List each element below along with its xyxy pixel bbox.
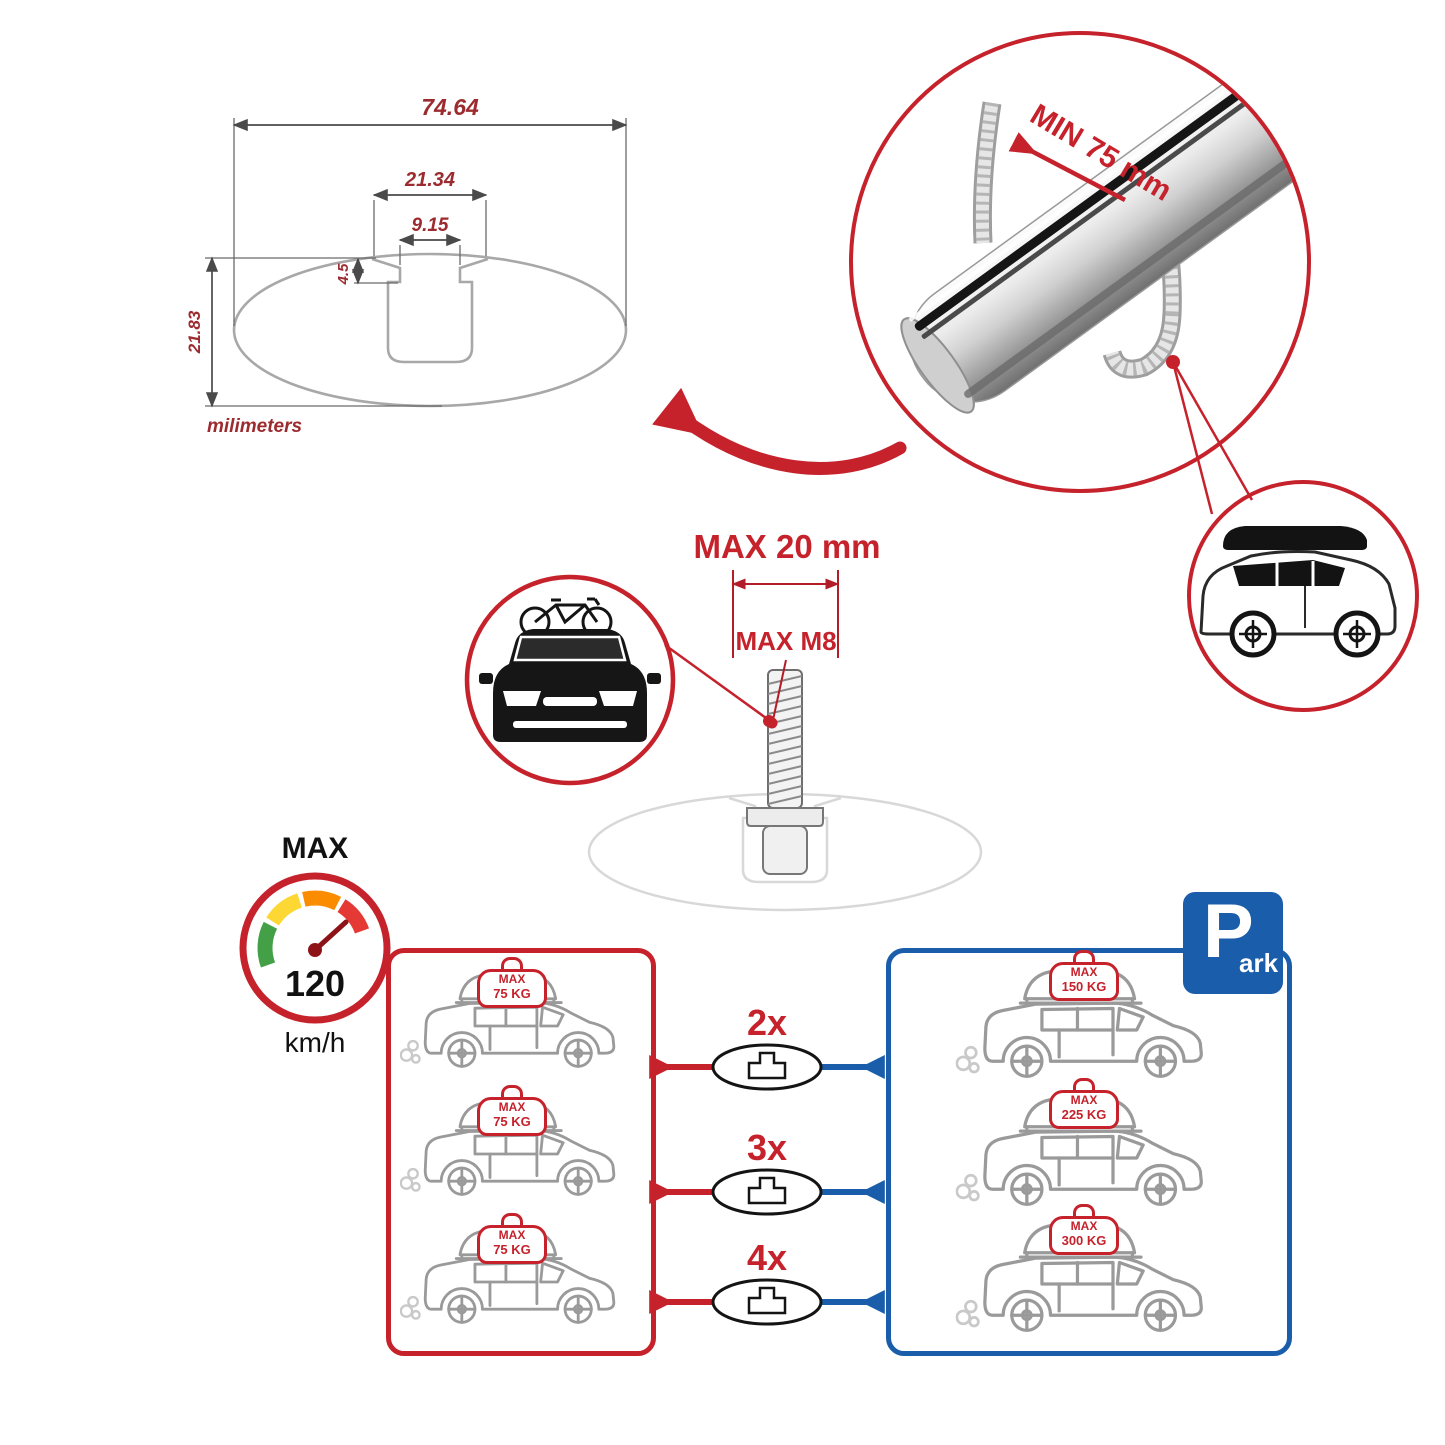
gauge-arc bbox=[257, 890, 370, 968]
max-bolt-length-label: MAX 20 mm bbox=[693, 528, 880, 565]
clamp-strap-upper bbox=[972, 101, 1002, 244]
badge-max-label: MAX bbox=[498, 1100, 526, 1114]
park-sign: P ark bbox=[1183, 889, 1283, 994]
park-suffix: ark bbox=[1239, 948, 1279, 978]
max-load-badge: MAX 75 KG bbox=[477, 1213, 547, 1264]
max-load-badge: MAX 300 KG bbox=[1049, 1204, 1119, 1255]
min-clamp-arrow bbox=[1008, 132, 1127, 202]
speed-limit-gauge: MAX 120 km/h bbox=[239, 832, 391, 1058]
dim-unit-label: milimeters bbox=[207, 416, 302, 437]
max-load-badge: MAX 150 KG bbox=[1049, 950, 1119, 1001]
badge-max-label: MAX bbox=[498, 1228, 526, 1242]
car-right-2: MAX 225 KG bbox=[950, 1078, 1220, 1228]
badge-handle bbox=[501, 957, 523, 969]
badge-weight-value: 225 KG bbox=[1061, 1106, 1107, 1122]
car-left-3: MAX 75 KG bbox=[395, 1213, 630, 1343]
crossbar-section-icon bbox=[711, 1043, 823, 1091]
max-load-badge: MAX 75 KG bbox=[477, 957, 547, 1008]
badge-handle bbox=[1073, 1204, 1095, 1216]
badge-handle bbox=[1073, 950, 1095, 962]
dim-total-width: 74.64 bbox=[421, 94, 479, 120]
badge-max-label: MAX bbox=[1070, 965, 1098, 979]
t-slot-channel-outline bbox=[371, 257, 489, 364]
badge-handle bbox=[1073, 1078, 1095, 1090]
car-right-3: MAX 300 KG bbox=[950, 1204, 1220, 1354]
multiplier-label: 2x bbox=[747, 1002, 787, 1043]
badge-max-label: MAX bbox=[1070, 1093, 1098, 1107]
badge-max-label: MAX bbox=[1070, 1219, 1098, 1233]
suv-roofbox-circle bbox=[1187, 480, 1419, 712]
badge-handle bbox=[501, 1085, 523, 1097]
car-front-silhouette bbox=[479, 629, 661, 742]
badge-handle bbox=[501, 1213, 523, 1225]
dim-height: 21.83 bbox=[185, 310, 204, 354]
detail-circle-outline bbox=[849, 31, 1311, 493]
option-4x: 4x bbox=[649, 1237, 885, 1326]
speed-unit: km/h bbox=[285, 1027, 346, 1058]
crossbar-detail-circle: MIN 75 mm bbox=[849, 31, 1311, 493]
car-left-1: MAX 75 KG bbox=[395, 957, 630, 1087]
speed-value: 120 bbox=[285, 963, 345, 1004]
badge-weight-value: 300 KG bbox=[1061, 1232, 1107, 1248]
max-load-badge: MAX 225 KG bbox=[1049, 1078, 1119, 1129]
badge-weight-value: 75 KG bbox=[493, 1113, 531, 1129]
dim-slot-width: 9.15 bbox=[412, 215, 449, 236]
aluminum-crossbar bbox=[900, 35, 1307, 414]
multiplier-label: 3x bbox=[747, 1127, 787, 1168]
dim-channel-width: 21.34 bbox=[404, 169, 455, 191]
option-3x: 3x bbox=[649, 1127, 885, 1216]
car-left-2: MAX 75 KG bbox=[395, 1085, 630, 1215]
park-letter: P bbox=[1203, 889, 1254, 974]
profile-dimension-diagram: 74.64 21.34 9.15 4.5 21.83 milimeters bbox=[185, 94, 628, 437]
zoom-out-arrow bbox=[652, 387, 907, 475]
threaded-bolt bbox=[746, 669, 824, 875]
crossbar-section-icon bbox=[711, 1168, 823, 1216]
option-2x: 2x bbox=[649, 1002, 885, 1091]
dim-slot-depth: 4.5 bbox=[335, 263, 352, 286]
bolt-callout-dot bbox=[766, 717, 778, 729]
clamp-hook bbox=[1102, 312, 1182, 379]
car-with-bike-circle bbox=[464, 574, 676, 786]
crossbar-section-icon bbox=[711, 1278, 823, 1326]
roof-box bbox=[1223, 526, 1367, 550]
speed-max-label: MAX bbox=[282, 832, 349, 865]
max-thread-label: MAX M8 bbox=[735, 626, 836, 656]
car-right-1: MAX 150 KG bbox=[950, 950, 1220, 1100]
badge-weight-value: 150 KG bbox=[1061, 978, 1107, 994]
max-load-badge: MAX 75 KG bbox=[477, 1085, 547, 1136]
crossbar-cross-section-ellipse bbox=[232, 252, 628, 408]
badge-weight-value: 75 KG bbox=[493, 985, 531, 1001]
suv-windows bbox=[1233, 560, 1345, 586]
badge-weight-value: 75 KG bbox=[493, 1241, 531, 1257]
multiplier-label: 4x bbox=[747, 1237, 787, 1278]
badge-max-label: MAX bbox=[498, 972, 526, 986]
crossbar-quantity-options: 2x 3x 4x bbox=[649, 1002, 885, 1326]
